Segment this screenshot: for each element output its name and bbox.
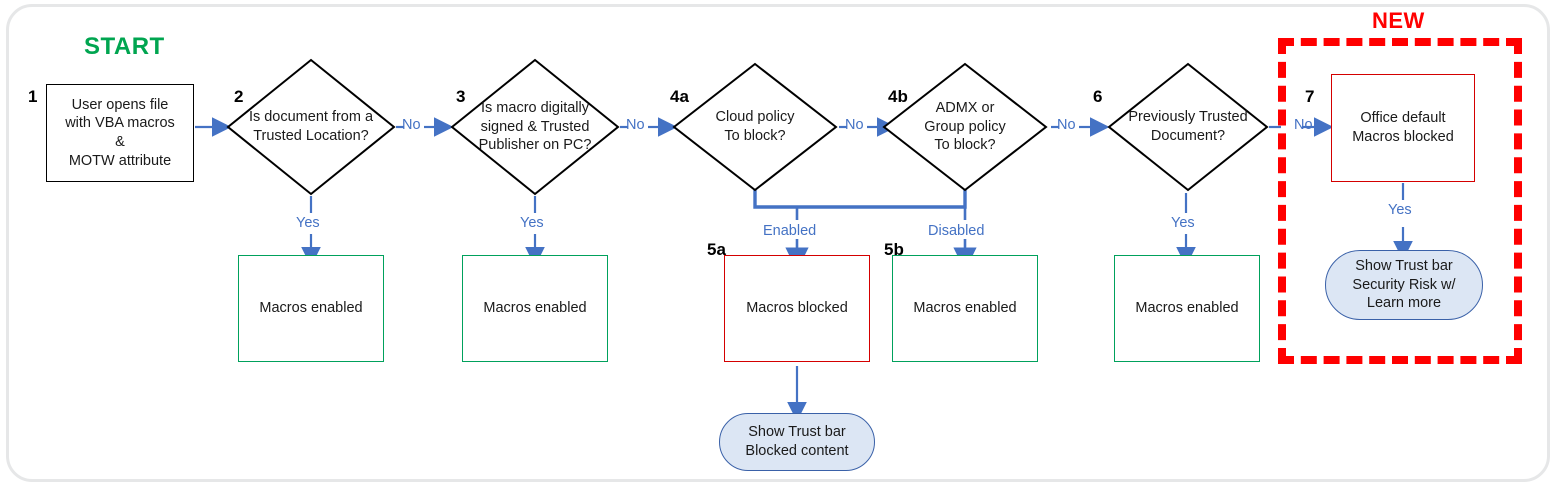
step-number-3: 3 [456,87,466,106]
node-2-trusted-location-decision[interactable]: Is document from a Trusted Location? [226,58,396,196]
node-5a-macros-blocked[interactable]: Macros blocked [724,255,870,362]
edge-label-no-4b: No [1057,117,1076,133]
new-label: NEW [1372,8,1425,33]
node-5b-label: Macros enabled [913,300,1017,317]
diamond-shape [450,58,620,196]
node-2-yes-macros-enabled[interactable]: Macros enabled [238,255,384,362]
node-1-user-opens-file[interactable]: User opens file with VBA macros & MOTW a… [46,84,194,182]
step-number-5a: 5a [707,240,726,259]
node-7-terminator-line-2: Security Risk w/ [1352,276,1456,293]
node-1-line-3: & [115,134,125,150]
diamond-shape [226,58,396,196]
node-3-digital-signature-decision[interactable]: Is macro digitally signed & Trusted Publ… [450,58,620,196]
step-number-2: 2 [234,87,244,106]
new-feature-highlight-zone [1278,38,1522,364]
step-number-6: 6 [1093,87,1103,106]
edge-label-enabled: Enabled [763,223,817,239]
edge-label-yes-6: Yes [1171,215,1195,231]
step-number-1: 1 [28,87,38,106]
node-7-terminator-line-3: Learn more [1366,295,1442,312]
node-1-line-2: with VBA macros [65,115,175,132]
node-4a-cloud-policy-decision[interactable]: Cloud policy To block? [672,62,838,192]
node-6-yes-label: Macros enabled [1135,300,1239,317]
step-number-5b: 5b [884,240,904,259]
edge-label-yes-3: Yes [520,215,544,231]
node-5a-terminator-line-2: Blocked content [745,443,849,459]
edge-label-yes-2: Yes [296,215,320,231]
edge-label-no-2: No [402,117,421,133]
edge-label-no-3: No [626,117,645,133]
node-6-yes-macros-enabled[interactable]: Macros enabled [1114,255,1260,362]
node-7-line-2: Macros blocked [1352,129,1454,145]
edge-label-no-6: No [1294,117,1313,133]
step-number-4b: 4b [888,87,908,106]
edge-label-yes-7: Yes [1388,202,1412,218]
node-6-previously-trusted-decision[interactable]: Previously Trusted Document? [1107,62,1269,192]
edge-label-disabled: Disabled [928,223,985,239]
node-5a-trust-bar-blocked-content[interactable]: Show Trust bar Blocked content [719,413,875,471]
node-4b-admx-group-policy-decision[interactable]: ADMX or Group policy To block? [882,62,1048,192]
node-3-yes-label: Macros enabled [483,300,587,317]
node-7-office-default-macros-blocked[interactable]: Office default Macros blocked [1331,74,1475,182]
step-number-4a: 4a [670,87,689,106]
node-3-yes-macros-enabled[interactable]: Macros enabled [462,255,608,362]
edge-label-no-4a: No [845,117,864,133]
diamond-shape [1107,62,1269,192]
node-1-line-1: User opens file [71,96,169,113]
node-5a-terminator-line-1: Show Trust bar [748,424,846,441]
step-number-7: 7 [1305,87,1315,106]
node-2-yes-label: Macros enabled [259,300,363,317]
node-1-line-4: MOTW attribute [68,152,172,169]
node-7-line-1: Office default [1360,110,1446,127]
node-5a-label: Macros blocked [746,300,848,317]
diamond-shape [882,62,1048,192]
outer-frame [6,4,1550,482]
node-7-trust-bar-security-risk[interactable]: Show Trust bar Security Risk w/ Learn mo… [1325,250,1483,320]
start-label: START [84,33,165,60]
node-7-terminator-line-1: Show Trust bar [1355,257,1453,274]
node-5b-macros-enabled[interactable]: Macros enabled [892,255,1038,362]
diamond-shape [672,62,838,192]
